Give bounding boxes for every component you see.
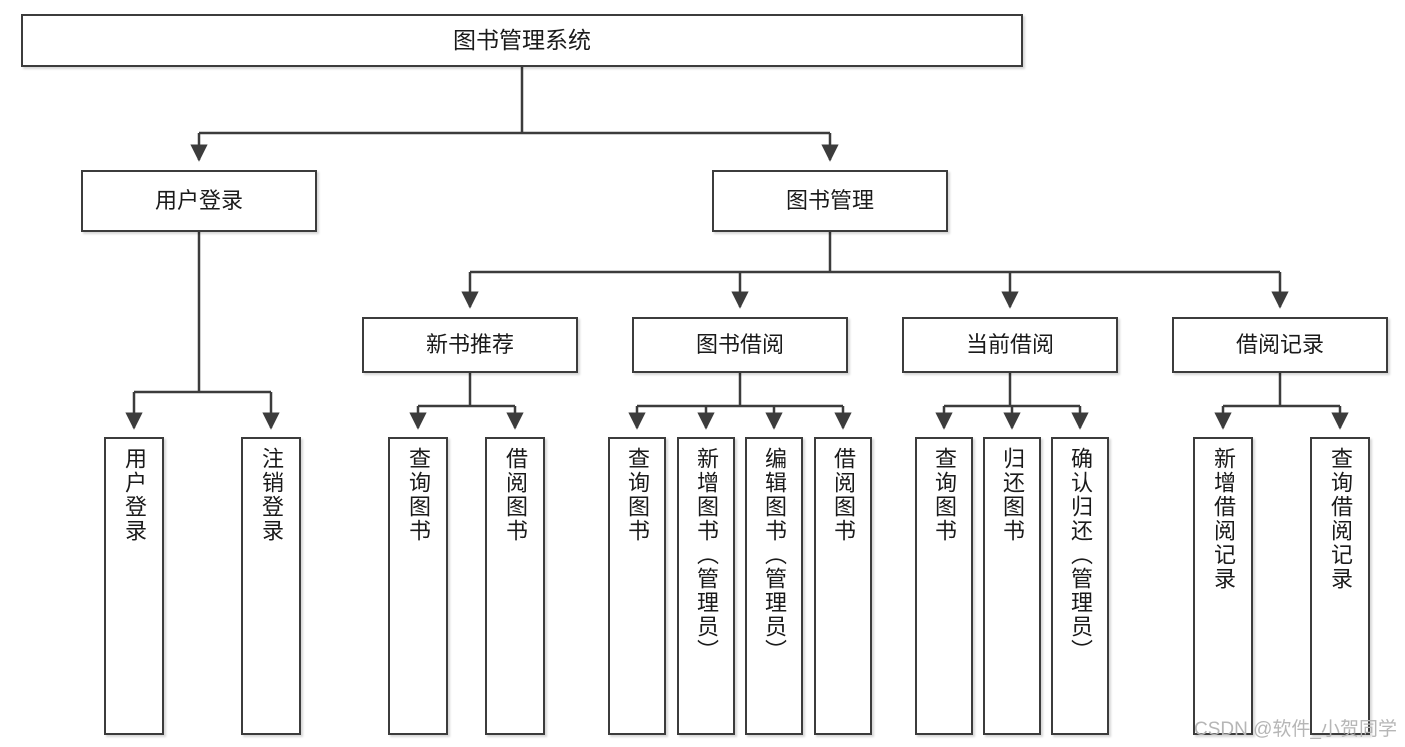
- node-leaf-edit-book-admin-label: 编辑图书（管理员）: [762, 447, 787, 663]
- node-leaf-confirm-return-admin-label: 确认归还（管理员）: [1068, 447, 1093, 663]
- node-current-borrow[interactable]: 当前借阅: [902, 317, 1118, 373]
- node-leaf-query-book-current-label: 查询图书: [932, 447, 957, 543]
- node-leaf-query-book-borrow[interactable]: 查询图书: [608, 437, 666, 735]
- node-root[interactable]: 图书管理系统: [21, 14, 1023, 67]
- node-leaf-confirm-return-admin[interactable]: 确认归还（管理员）: [1051, 437, 1109, 735]
- node-leaf-add-book-admin-label: 新增图书（管理员）: [694, 447, 719, 663]
- node-leaf-borrow-book-newbook[interactable]: 借阅图书: [485, 437, 545, 735]
- node-user-login-label: 用户登录: [154, 187, 243, 213]
- node-root-label: 图书管理系统: [453, 26, 591, 53]
- node-leaf-query-book-newbook-label: 查询图书: [406, 447, 431, 543]
- node-leaf-user-login-label: 用户登录: [122, 447, 147, 543]
- node-leaf-query-book-newbook[interactable]: 查询图书: [388, 437, 448, 735]
- node-book-borrow-label: 图书借阅: [695, 331, 784, 357]
- node-leaf-borrow-book-label: 借阅图书: [831, 447, 856, 543]
- node-leaf-add-borrow-record[interactable]: 新增借阅记录: [1193, 437, 1253, 735]
- node-new-book-recommend-label: 新书推荐: [425, 331, 514, 357]
- node-leaf-query-borrow-record[interactable]: 查询借阅记录: [1310, 437, 1370, 735]
- node-leaf-add-book-admin[interactable]: 新增图书（管理员）: [677, 437, 735, 735]
- node-book-management-label: 图书管理: [785, 187, 874, 213]
- node-leaf-query-book-borrow-label: 查询图书: [625, 447, 650, 543]
- node-leaf-borrow-book-newbook-label: 借阅图书: [503, 447, 528, 543]
- node-book-borrow[interactable]: 图书借阅: [632, 317, 848, 373]
- node-borrow-record-label: 借阅记录: [1235, 331, 1324, 357]
- node-current-borrow-label: 当前借阅: [965, 331, 1054, 357]
- node-book-management[interactable]: 图书管理: [712, 170, 948, 232]
- node-new-book-recommend[interactable]: 新书推荐: [362, 317, 578, 373]
- node-leaf-query-borrow-record-label: 查询借阅记录: [1328, 447, 1353, 591]
- node-leaf-logout-label: 注销登录: [259, 447, 284, 543]
- node-leaf-user-login[interactable]: 用户登录: [104, 437, 164, 735]
- node-leaf-logout[interactable]: 注销登录: [241, 437, 301, 735]
- node-leaf-edit-book-admin[interactable]: 编辑图书（管理员）: [745, 437, 803, 735]
- node-leaf-query-book-current[interactable]: 查询图书: [915, 437, 973, 735]
- node-borrow-record[interactable]: 借阅记录: [1172, 317, 1388, 373]
- node-leaf-return-book[interactable]: 归还图书: [983, 437, 1041, 735]
- node-user-login[interactable]: 用户登录: [81, 170, 317, 232]
- node-leaf-borrow-book[interactable]: 借阅图书: [814, 437, 872, 735]
- node-leaf-add-borrow-record-label: 新增借阅记录: [1211, 447, 1236, 591]
- node-leaf-return-book-label: 归还图书: [1000, 447, 1025, 543]
